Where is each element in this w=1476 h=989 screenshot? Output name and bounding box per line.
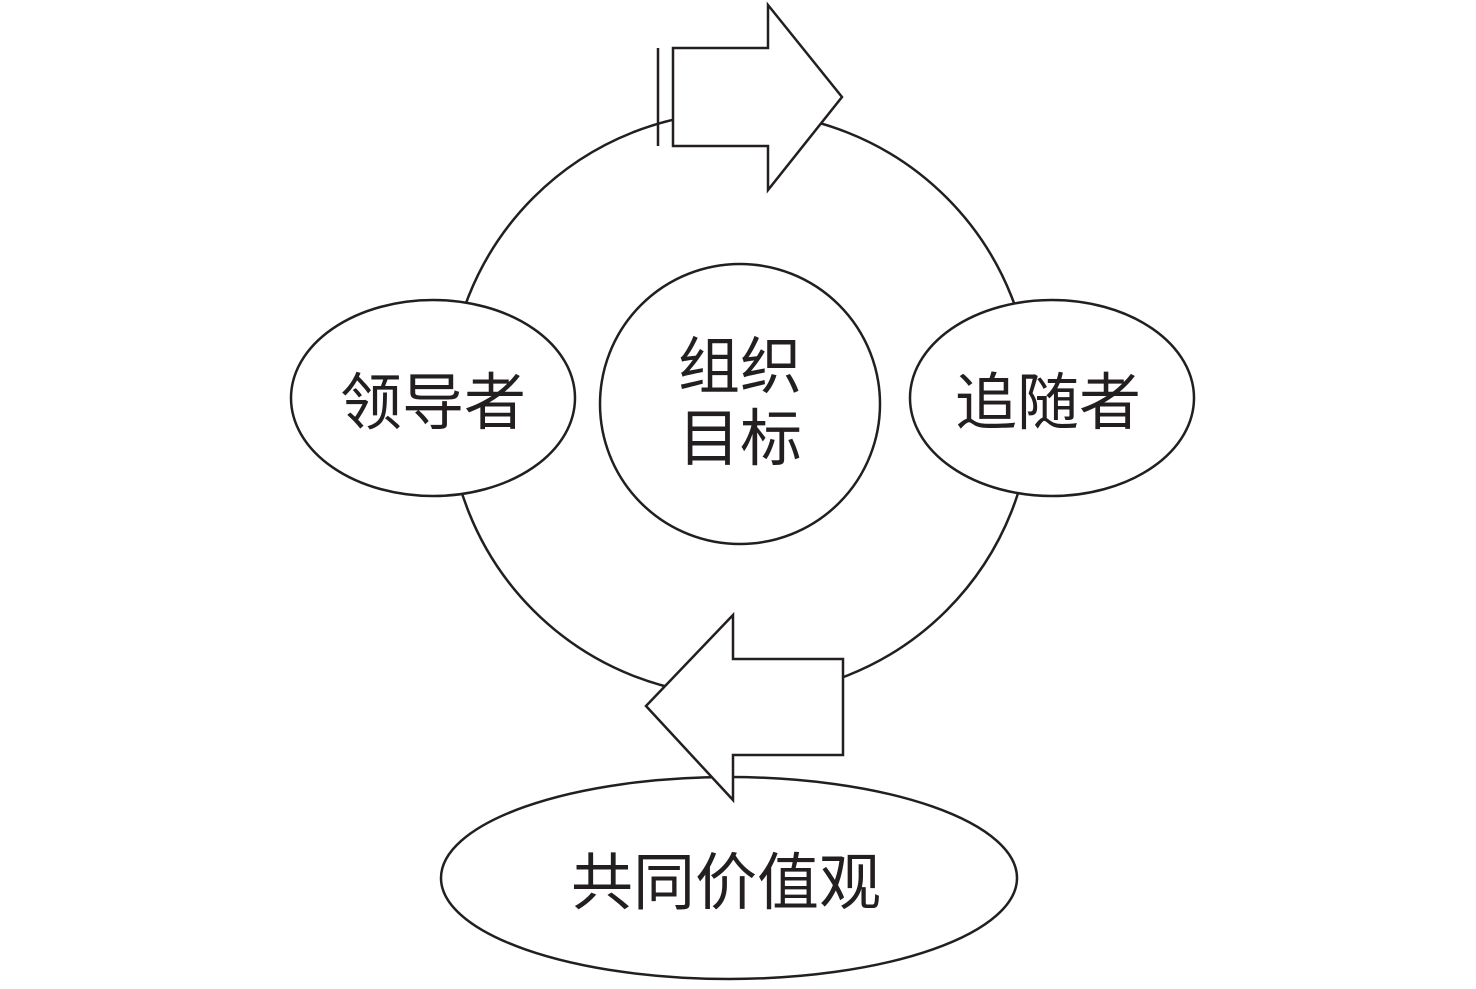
center-label-line2: 目标 (678, 402, 802, 475)
leader-ellipse (289, 298, 577, 498)
bottom-arrow-left (644, 611, 845, 804)
follower-ellipse (908, 298, 1196, 498)
top-arrow-shape (671, 1, 844, 194)
leader-label: 领导者 (340, 366, 526, 439)
center-label-line1: 组织 (678, 330, 802, 403)
center-goal-circle (598, 262, 882, 546)
follower-label: 追随者 (955, 366, 1141, 439)
top-arrow-right (656, 1, 844, 194)
shared-values-label: 共同价值观 (571, 846, 881, 919)
